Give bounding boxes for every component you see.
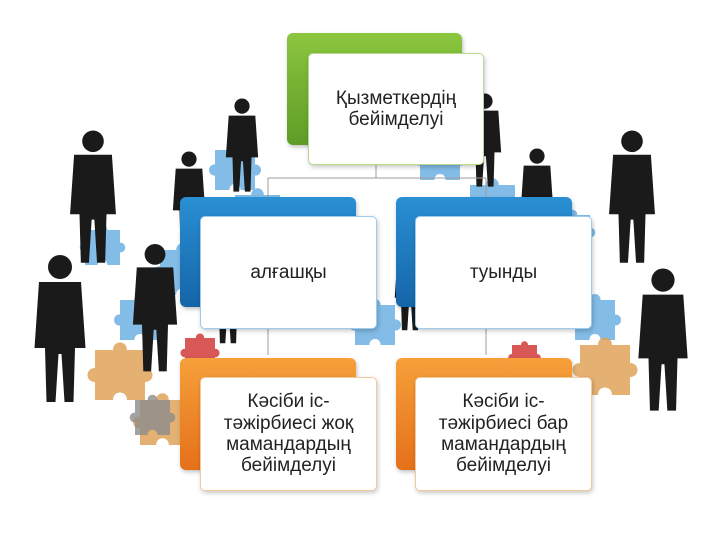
- root-label: Қызметкердің бейімделуі: [308, 53, 484, 165]
- secondary-label: туынды: [415, 216, 592, 329]
- no-experience-label: Кәсіби іс- тәжірбиесі жоқ мамандардың бе…: [200, 377, 377, 491]
- primary-label: алғашқы: [200, 216, 377, 329]
- with-experience-label: Кәсіби іс- тәжірбиесі бар мамандардың бе…: [415, 377, 592, 491]
